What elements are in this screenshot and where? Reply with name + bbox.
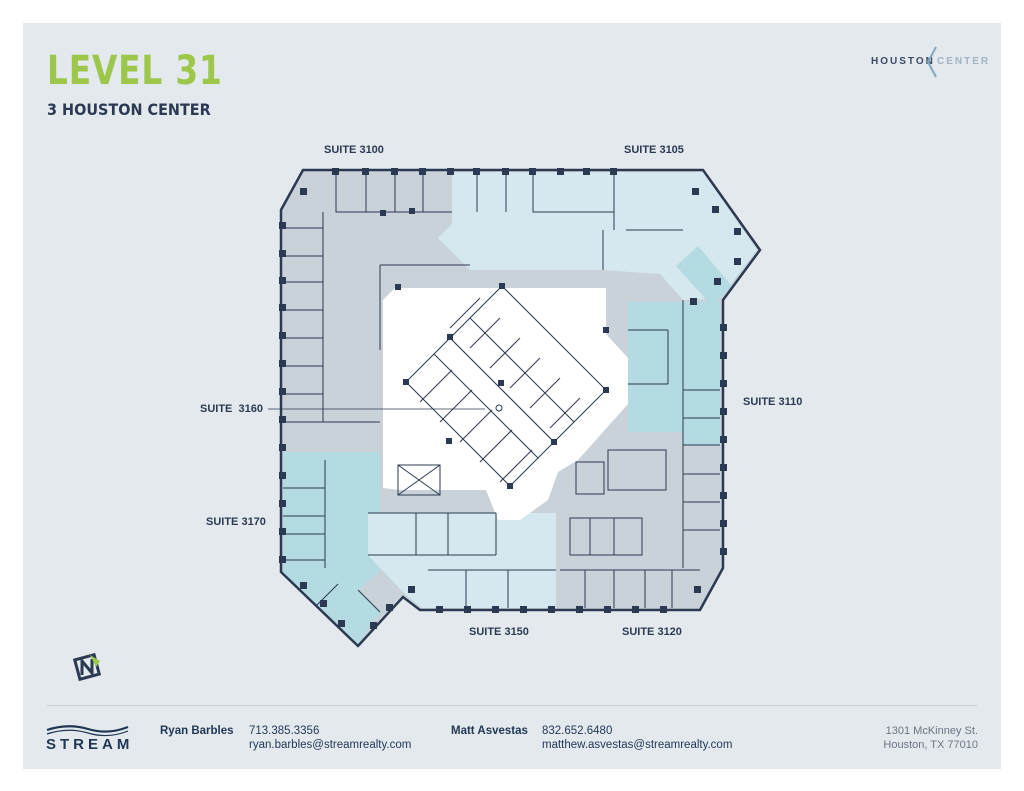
suite-3105-area: [438, 172, 757, 300]
contact-2-phone[interactable]: 832.652.6480: [542, 725, 613, 737]
label-suite-3110: SUITE 3110: [743, 396, 803, 408]
logo-bracket-icon: [926, 46, 937, 78]
contact-1-email[interactable]: ryan.barbles@streamrealty.com: [249, 739, 412, 751]
label-suite-3120: SUITE 3120: [622, 626, 682, 638]
suite-3150-area: [368, 513, 556, 608]
contact-1-phone[interactable]: 713.385.3356: [249, 725, 320, 737]
contact-1-name: Ryan Barbles: [160, 725, 234, 737]
exterior-wall: [279, 168, 762, 648]
label-suite-3105: SUITE 3105: [624, 144, 684, 156]
page-title: LEVEL 31: [47, 48, 223, 94]
stream-logo-wave-icon: [46, 725, 129, 737]
page-subtitle: 3 HOUSTON CENTER: [47, 100, 211, 119]
suite-3110-area: [628, 302, 720, 445]
suite-3170-area: [283, 452, 380, 644]
label-suite-3170: SUITE 3170: [206, 516, 266, 528]
houston-center-logo: HOUSTON CENTER: [871, 46, 988, 78]
logo-word-center: CENTER: [937, 56, 991, 67]
north-compass-icon: [72, 653, 102, 682]
contact-2-email[interactable]: matthew.asvestas@streamrealty.com: [542, 739, 733, 751]
contact-2-name: Matt Asvestas: [451, 725, 528, 737]
label-suite-3100: SUITE 3100: [324, 144, 384, 156]
label-suite-3160: SUITE 3160: [200, 403, 263, 415]
logo-word-houston: HOUSTON: [871, 56, 935, 67]
stream-logo-text: STREAM: [46, 736, 134, 753]
address-line-2: Houston, TX 77010: [883, 739, 978, 751]
address-line-1: 1301 McKinney St.: [885, 725, 978, 737]
label-suite-3150: SUITE 3150: [469, 626, 529, 638]
footer-divider: [47, 705, 977, 706]
